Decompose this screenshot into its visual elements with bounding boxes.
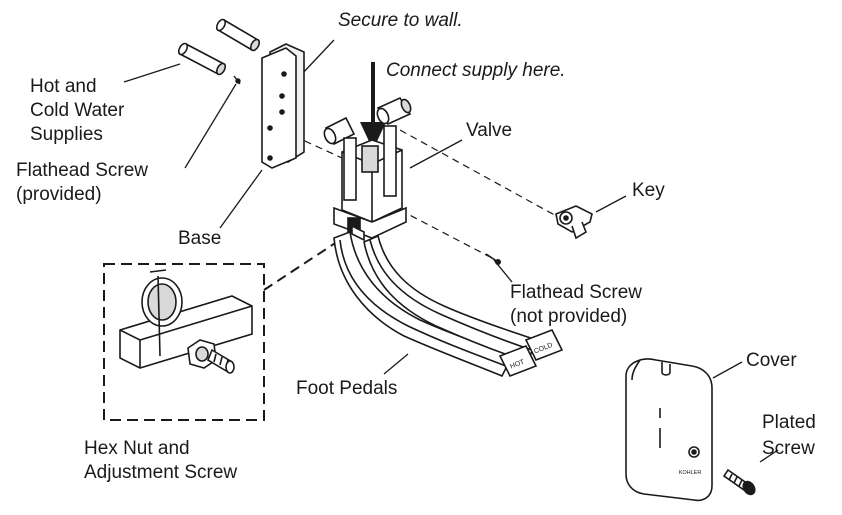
valve-body (323, 96, 412, 242)
flathead-screw-provided (233, 75, 241, 85)
leader-secure (299, 39, 335, 77)
label-flathead-not-provided-2: (not provided) (510, 306, 628, 327)
leader-flathead-provided (184, 83, 237, 169)
dash-valve-to-screw (399, 209, 493, 259)
label-hot-cold-supplies-3: Supplies (30, 124, 103, 145)
detail-inset-frame (103, 263, 265, 421)
label-cover: Cover (746, 350, 797, 371)
alignment-lines (263, 125, 561, 291)
label-flathead-not-provided-1: Flathead Screw (510, 282, 643, 303)
label-plated-screw-1: Plated (762, 412, 816, 433)
label-hex-nut-1: Hex Nut and (84, 438, 190, 459)
label-base: Base (178, 228, 222, 249)
foot-pedals (333, 230, 564, 378)
leader-key (595, 195, 627, 213)
pedal-right-tip (524, 328, 564, 362)
label-plated-screw-2: Screw (762, 438, 815, 459)
label-foot-pedals: Foot Pedals (296, 378, 398, 399)
label-valve: Valve (466, 120, 513, 141)
leader-foot-pedals (383, 353, 409, 375)
leader-lines (123, 39, 779, 463)
supply-tube-lower (177, 42, 227, 76)
label-key: Key (632, 180, 665, 201)
label-hot-cold-supplies-2: Cold Water (30, 100, 125, 121)
key-part (555, 205, 593, 240)
label-secure-to-wall: Secure to wall. (338, 10, 463, 31)
leader-base (219, 169, 263, 229)
cover-brand-mark: KOHLER (679, 470, 702, 476)
pedal-left-tip (498, 344, 538, 378)
detail-inset (103, 263, 265, 421)
supply-tube-upper (215, 18, 261, 52)
dash-valve-to-key (399, 129, 561, 219)
label-flathead-provided-1: Flathead Screw (16, 160, 149, 181)
leader-plated-screw (759, 449, 779, 463)
cover-part (625, 358, 713, 502)
label-hex-nut-2: Adjustment Screw (84, 462, 238, 483)
leader-supplies (123, 63, 181, 83)
plated-screw (722, 468, 756, 496)
supply-tubes (177, 18, 261, 76)
label-hot-cold-supplies-1: Hot and (30, 76, 97, 97)
label-connect-supply: Connect supply here. (386, 60, 566, 81)
leader-cover (712, 361, 743, 379)
base-plate (261, 43, 305, 169)
label-flathead-provided-2: (provided) (16, 184, 102, 205)
connect-supply-arrow (360, 62, 386, 150)
flathead-screw-not-provided (485, 253, 501, 265)
leader-valve (409, 139, 463, 169)
